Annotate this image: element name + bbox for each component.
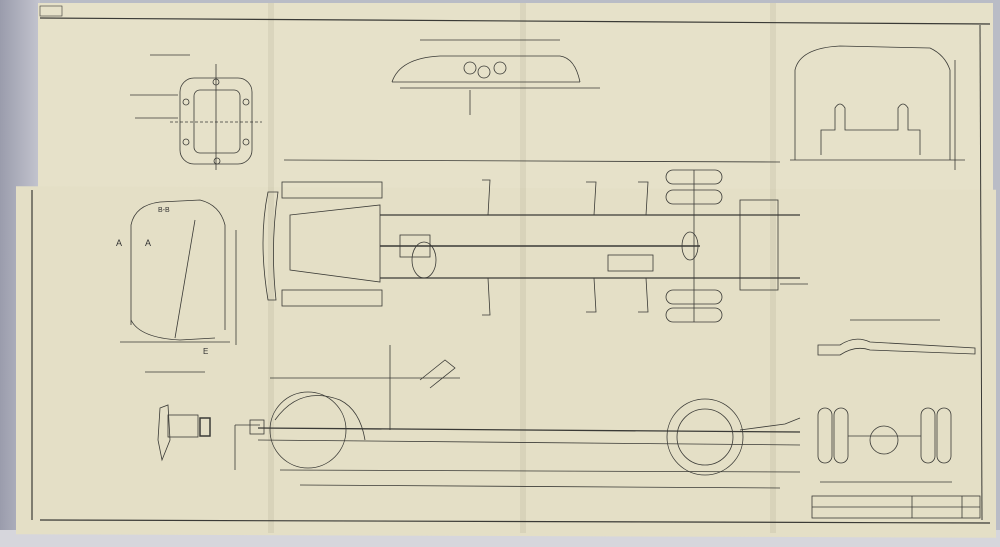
frame-crossmember-detail <box>130 54 262 170</box>
hub-detail <box>145 371 260 470</box>
cab-rear-section <box>790 45 965 170</box>
cab-front-section <box>120 199 237 345</box>
instrument-panel-section <box>391 39 600 115</box>
fold-crease <box>268 3 274 533</box>
fold-crease <box>520 3 526 533</box>
frame-side-detail <box>817 319 976 356</box>
chassis-plan-view <box>262 159 808 323</box>
section-label-a-right: A <box>145 238 151 248</box>
title-block <box>811 495 981 519</box>
chassis-side-elevation <box>249 345 801 489</box>
section-label-bb: B-B <box>158 207 170 214</box>
section-label-a-left: A <box>116 238 122 248</box>
section-label-e: E <box>203 347 208 356</box>
fold-crease <box>770 3 776 533</box>
rear-axle-end-view <box>817 407 952 483</box>
